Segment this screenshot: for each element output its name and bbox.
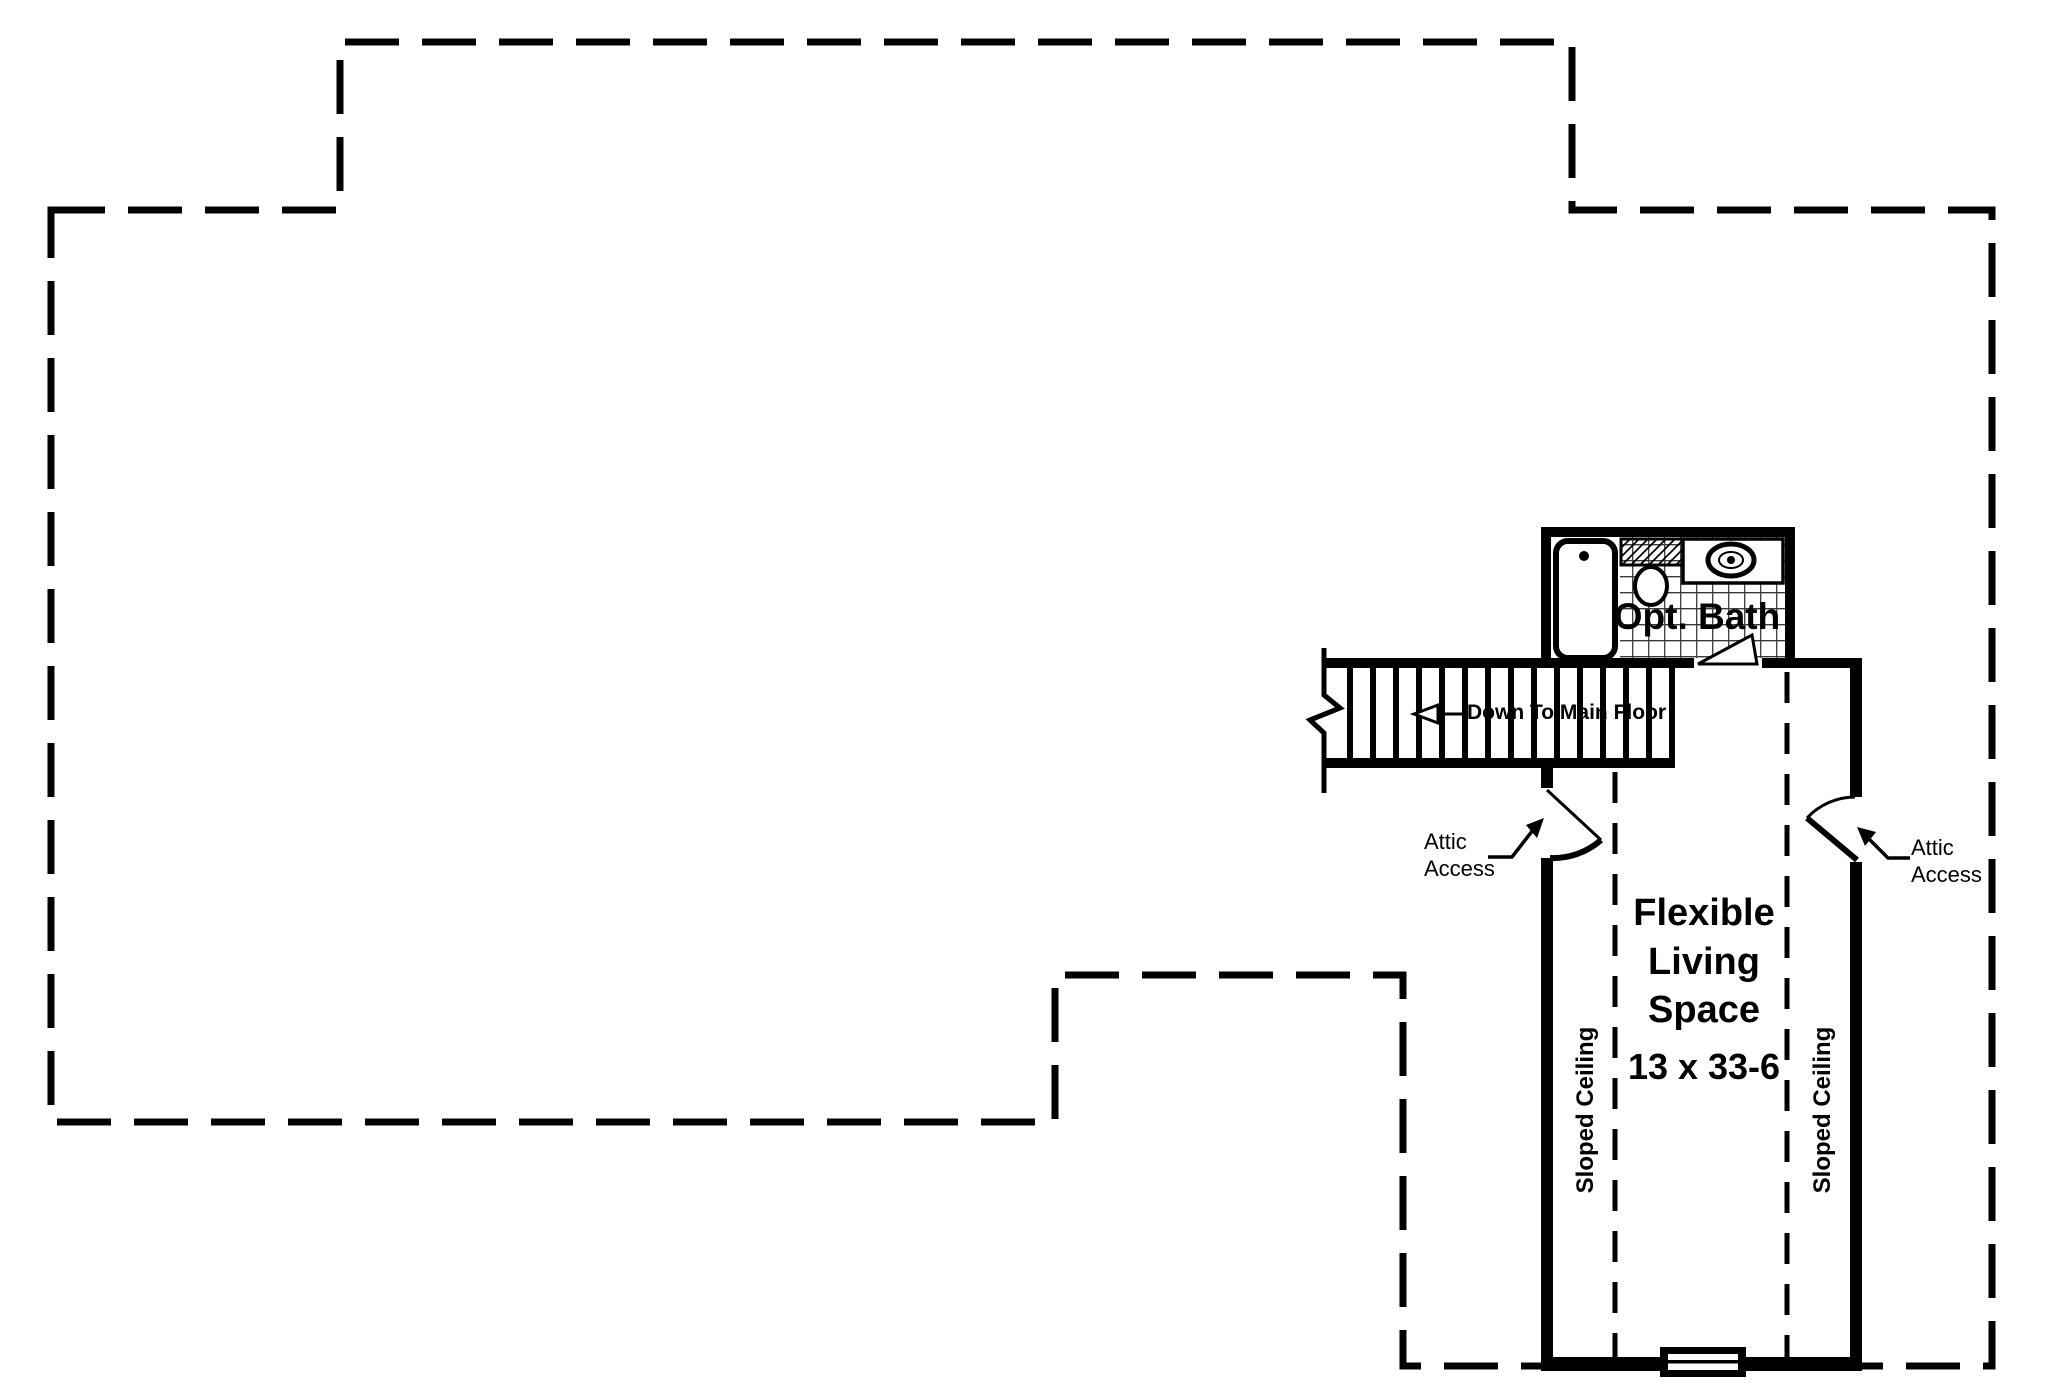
pointer-line <box>1866 836 1910 860</box>
room-dimensions: 13 x 33-6 <box>1627 1046 1781 1087</box>
stairs-bottom-wall <box>1325 758 1675 768</box>
attic-access-right-line1: Attic <box>1911 835 1954 860</box>
stairs-top-wall <box>1325 658 1694 668</box>
attic-pointer-left-icon <box>1488 818 1544 859</box>
room-left-wall-lower <box>1541 858 1553 1371</box>
walls <box>1325 527 1862 1371</box>
footprint-outline-path <box>47 38 1996 1370</box>
arrow-head <box>1409 702 1440 726</box>
pointer-line <box>1488 828 1535 859</box>
sloped-ceiling-label-left: Sloped Ceiling <box>1572 1026 1599 1194</box>
attic-access-label-right: Attic Access <box>1911 834 1982 888</box>
room-title-line3: Space <box>1648 989 1760 1031</box>
pointer-head <box>1857 827 1876 846</box>
room-title: Flexible Living Space <box>1604 889 1804 1035</box>
toilet-bowl-icon <box>1633 565 1669 607</box>
opt-bath-label: Opt. Bath <box>1613 596 1781 637</box>
attic-door-left <box>1545 788 1603 862</box>
window-mullion <box>1668 1360 1738 1364</box>
bathroom-top-wall <box>1541 527 1795 537</box>
attic-door-right-swing <box>1805 795 1856 820</box>
bathroom-fixtures <box>1553 537 1785 661</box>
bathtub-icon <box>1553 538 1618 661</box>
attic-access-left-line2: Access <box>1424 856 1495 881</box>
bathtub-drain-icon <box>1579 551 1589 561</box>
attic-access-right-line2: Access <box>1911 862 1982 887</box>
attic-access-label-left: Attic Access <box>1424 828 1495 882</box>
window <box>1660 1347 1746 1377</box>
attic-door-right-leaf <box>1805 815 1859 863</box>
room-right-wall-lower <box>1850 862 1862 1371</box>
bathroom-left-wall <box>1541 527 1551 668</box>
stairs-direction-arrow-icon <box>1409 702 1464 726</box>
attic-door-left-leaf <box>1549 837 1603 862</box>
toilet-tank-icon <box>1619 537 1688 567</box>
stair-break-line-icon <box>1305 648 1345 793</box>
bathroom-right-wall <box>1785 527 1795 668</box>
sloped-ceiling-label-right: Sloped Ceiling <box>1809 1026 1836 1194</box>
attic-door-right <box>1805 795 1859 863</box>
attic-door-left-swing <box>1545 788 1603 842</box>
room-title-line2: Living <box>1648 940 1760 983</box>
sink-faucet-icon <box>1727 556 1735 564</box>
attic-access-left-line1: Attic <box>1424 829 1467 854</box>
stairs-label: Down To Main Floor <box>1467 701 1667 724</box>
attic-pointer-right-icon <box>1857 827 1910 860</box>
room-right-wall-upper <box>1850 658 1862 797</box>
room-left-wall-upper <box>1541 768 1553 788</box>
bath-to-room-wall <box>1762 658 1862 668</box>
room-title-line1: Flexible <box>1633 892 1775 934</box>
dashed-footprint-outline <box>47 38 1996 1370</box>
pointer-head <box>1526 818 1544 838</box>
bathroom-door-icon <box>1697 632 1759 666</box>
